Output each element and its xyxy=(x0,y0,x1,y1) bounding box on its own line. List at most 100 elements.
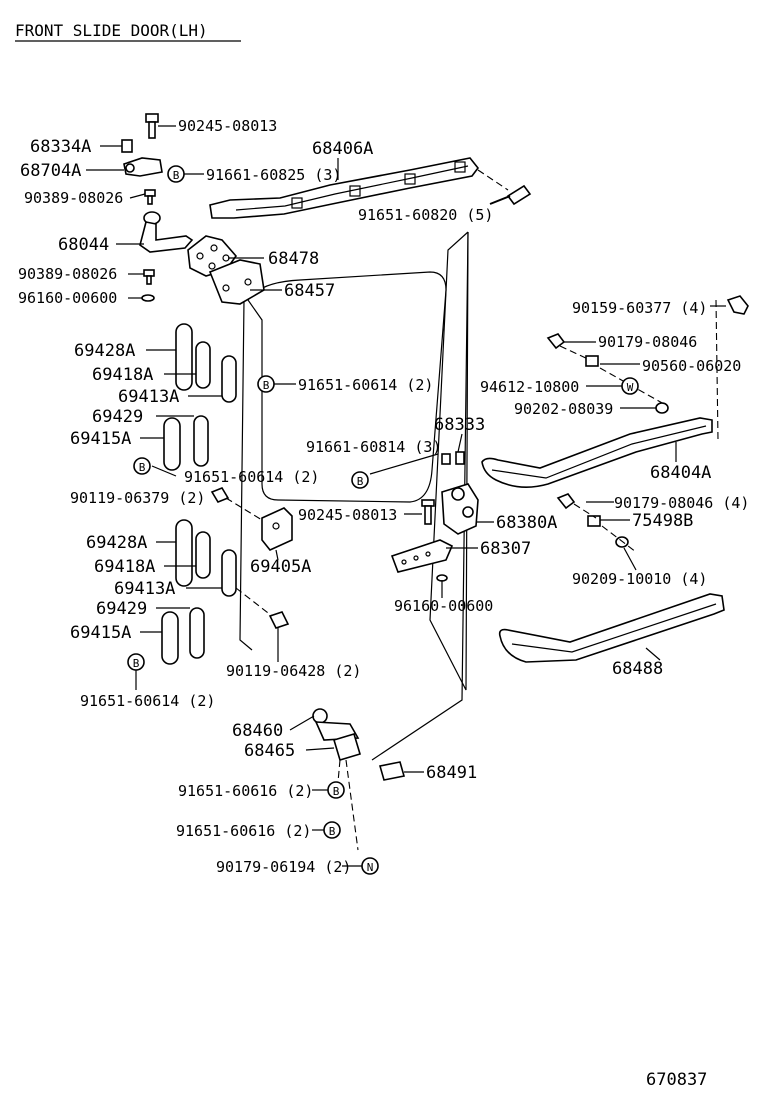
symbol-w: W xyxy=(621,377,639,395)
washer-90202-08039 xyxy=(655,402,669,414)
nut-90179-08046 xyxy=(546,333,566,350)
symbol-b-6: B xyxy=(327,781,345,799)
label-90245-08013-center: 90245-08013 xyxy=(298,506,397,524)
label-90202-08039: 90202-08039 xyxy=(514,400,613,418)
door-window-frame xyxy=(247,271,447,503)
label-68380a: 68380A xyxy=(496,513,557,533)
label-90389-08026-upper: 90389-08026 xyxy=(24,189,123,207)
label-91651-60614-a: 91651-60614 (2) xyxy=(298,376,433,394)
label-90159-60377: 90159-60377 (4) xyxy=(572,299,707,317)
nut-90560-06020 xyxy=(585,355,599,367)
symbol-b-4: B xyxy=(351,471,369,489)
leader-dash xyxy=(337,759,341,783)
leader-dash xyxy=(601,525,637,553)
symbol-b-7: B xyxy=(323,821,341,839)
leader-lines xyxy=(86,125,726,867)
screw-90389-08026-upper xyxy=(144,189,156,205)
link-69418a-1 xyxy=(195,341,211,389)
label-68334a: 68334A xyxy=(30,137,91,157)
door-outer-edge xyxy=(429,231,469,691)
bolt-90119-06379 xyxy=(210,487,230,503)
stopper-68333-b xyxy=(455,451,465,465)
bolt-90245-08013-center xyxy=(421,499,435,525)
symbol-circles: B B B B B B B W N xyxy=(127,165,639,875)
label-91661-60814: 91661-60814 (3) xyxy=(306,438,441,456)
symbol-b-5: B xyxy=(127,653,145,671)
label-90245-08013-top: 90245-08013 xyxy=(178,117,277,135)
label-68333: 68333 xyxy=(434,415,485,435)
link-69415a-2 xyxy=(161,611,179,665)
label-68478: 68478 xyxy=(268,249,319,269)
label-69405a: 69405A xyxy=(250,557,311,577)
part-labels: 90245-08013 68334A 68406A 68704A 91661-6… xyxy=(18,117,749,1090)
symbol-b-3: B xyxy=(133,457,151,475)
garnish-68488 xyxy=(498,593,725,663)
label-69429-2: 69429 xyxy=(96,599,147,619)
label-90209-10010: 90209-10010 (4) xyxy=(572,570,707,588)
label-69413a-2: 69413A xyxy=(114,579,175,599)
bolt-90245-08013-top xyxy=(145,113,159,139)
label-68460: 68460 xyxy=(232,721,283,741)
label-96160-00600-center: 96160-00600 xyxy=(394,597,493,615)
screw-90389-08026-lower xyxy=(143,269,155,285)
upper-rail-68406a xyxy=(209,157,480,219)
leader-dash xyxy=(235,587,273,617)
svg-text:B: B xyxy=(173,169,180,182)
link-69428a-2 xyxy=(175,519,193,587)
link-69413a-1 xyxy=(221,355,237,403)
stopper-68333-a xyxy=(441,453,451,465)
label-90560-06020: 90560-06020 xyxy=(642,357,741,375)
part-68334a xyxy=(121,139,133,153)
label-91651-60614-c: 91651-60614 (2) xyxy=(80,692,215,710)
label-90119-06379: 90119-06379 (2) xyxy=(70,489,205,507)
svg-text:N: N xyxy=(367,861,374,874)
leader-dash xyxy=(225,497,263,521)
label-90179-08046-4: 90179-08046 (4) xyxy=(614,494,749,512)
label-68491: 68491 xyxy=(426,763,477,783)
label-69429-1: 69429 xyxy=(92,407,143,427)
link-69413a-2 xyxy=(221,549,237,597)
label-91661-60825: 91661-60825 (3) xyxy=(206,166,341,184)
svg-text:B: B xyxy=(357,475,364,488)
label-69415a-2: 69415A xyxy=(70,623,131,643)
door-right-edge xyxy=(371,231,469,761)
arm-68307 xyxy=(390,539,454,573)
label-68704a: 68704A xyxy=(20,161,81,181)
leader-dash xyxy=(573,503,597,519)
label-91651-60616-b: 91651-60616 (2) xyxy=(176,822,311,840)
leader-dash xyxy=(345,759,359,851)
label-90179-08046: 90179-08046 xyxy=(598,333,697,351)
svg-text:B: B xyxy=(263,379,270,392)
svg-text:B: B xyxy=(329,825,336,838)
label-91651-60820: 91651-60820 (5) xyxy=(358,206,493,224)
diagram-id: 670837 xyxy=(646,1070,707,1090)
leader-dash xyxy=(715,299,719,441)
link-69418a-2 xyxy=(195,531,211,579)
svg-text:B: B xyxy=(333,785,340,798)
link-69429-2 xyxy=(189,607,205,659)
label-69418a-2: 69418A xyxy=(94,557,155,577)
label-68404a: 68404A xyxy=(650,463,711,483)
roller-68380a xyxy=(441,483,479,535)
leader-dash xyxy=(477,169,509,191)
label-68406a: 68406A xyxy=(312,139,373,159)
part-75498b xyxy=(587,515,601,527)
bracket-69405a xyxy=(261,507,293,551)
label-68465: 68465 xyxy=(244,741,295,761)
label-69415a-1: 69415A xyxy=(70,429,131,449)
link-69429-1 xyxy=(193,415,209,467)
label-96160-00600-upper: 96160-00600 xyxy=(18,289,117,307)
door-left-edge xyxy=(239,299,253,651)
label-90119-06428: 90119-06428 (2) xyxy=(226,662,361,680)
label-91651-60616-a: 91651-60616 (2) xyxy=(178,782,313,800)
label-69428a-2: 69428A xyxy=(86,533,147,553)
clip-90159-60377 xyxy=(726,295,749,315)
label-90179-06194: 90179-06194 (2) xyxy=(216,858,351,876)
symbol-b-2: B xyxy=(257,375,275,393)
nut-90179-08046-4 xyxy=(556,493,576,510)
label-68488: 68488 xyxy=(612,659,663,679)
bolt-90119-06428 xyxy=(268,611,290,629)
label-68044: 68044 xyxy=(58,235,109,255)
